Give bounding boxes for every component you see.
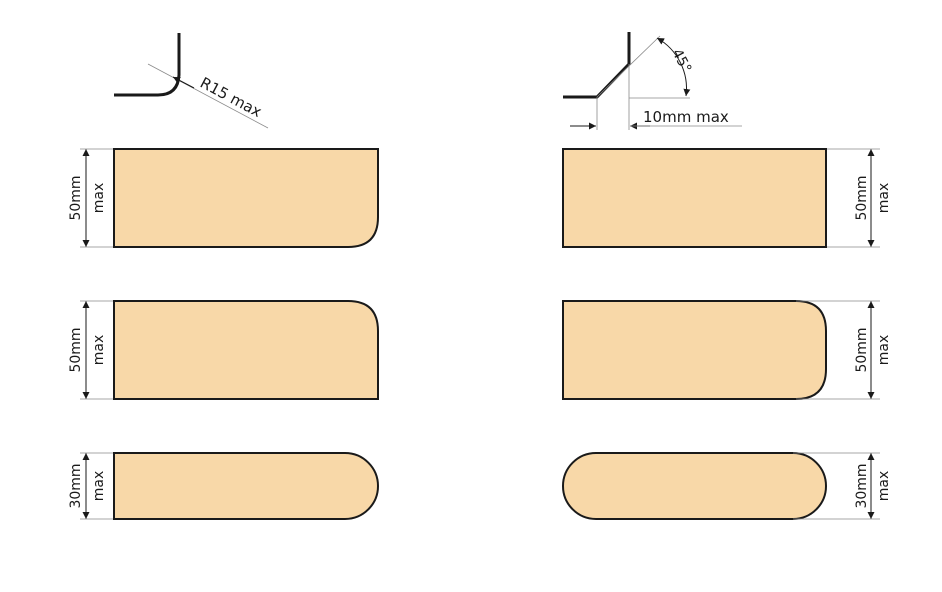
height-label: 50mm [854, 175, 870, 220]
profile-half-bullnose: 30mm max [68, 452, 379, 520]
chamfer-corner-line [563, 32, 631, 99]
chamfer-angle-arc [656, 37, 691, 97]
profile-pencil-round: 50mm max [562, 300, 892, 400]
profile-double-radius: 50mm max [68, 300, 379, 400]
max-label: max [91, 335, 107, 366]
radius-leader-arrow [172, 76, 195, 89]
max-label: max [876, 335, 892, 366]
profile-shape [562, 452, 827, 520]
height-label: 50mm [68, 327, 84, 372]
height-label: 30mm [68, 463, 84, 508]
chamfer-corner-detail: 45° 10mm max [563, 32, 742, 130]
radius-corner-line [114, 33, 181, 97]
profile-full-bullnose: 30mm max [562, 452, 892, 520]
max-label: max [91, 183, 107, 214]
max-label: max [876, 183, 892, 214]
profile-shape [562, 300, 827, 400]
radius-corner-detail: R15 max [114, 33, 269, 129]
chamfer-width-label: 10mm max [643, 108, 729, 126]
height-label: 50mm [854, 327, 870, 372]
chamfer-angle-label: 45° [668, 46, 694, 75]
profile-shape [113, 452, 379, 520]
profile-shape [113, 300, 379, 400]
radius-label: R15 max [197, 74, 265, 121]
profile-shape [113, 148, 379, 248]
profile-square: 50mm max [562, 148, 892, 248]
height-label: 50mm [68, 175, 84, 220]
chamfer-angle-ext [596, 35, 661, 98]
profile-single-radius: 50mm max [68, 148, 379, 248]
max-label: max [876, 471, 892, 502]
max-label: max [91, 471, 107, 502]
height-label: 30mm [854, 463, 870, 508]
radius-leader-line [147, 63, 269, 129]
profile-shape [562, 148, 827, 248]
